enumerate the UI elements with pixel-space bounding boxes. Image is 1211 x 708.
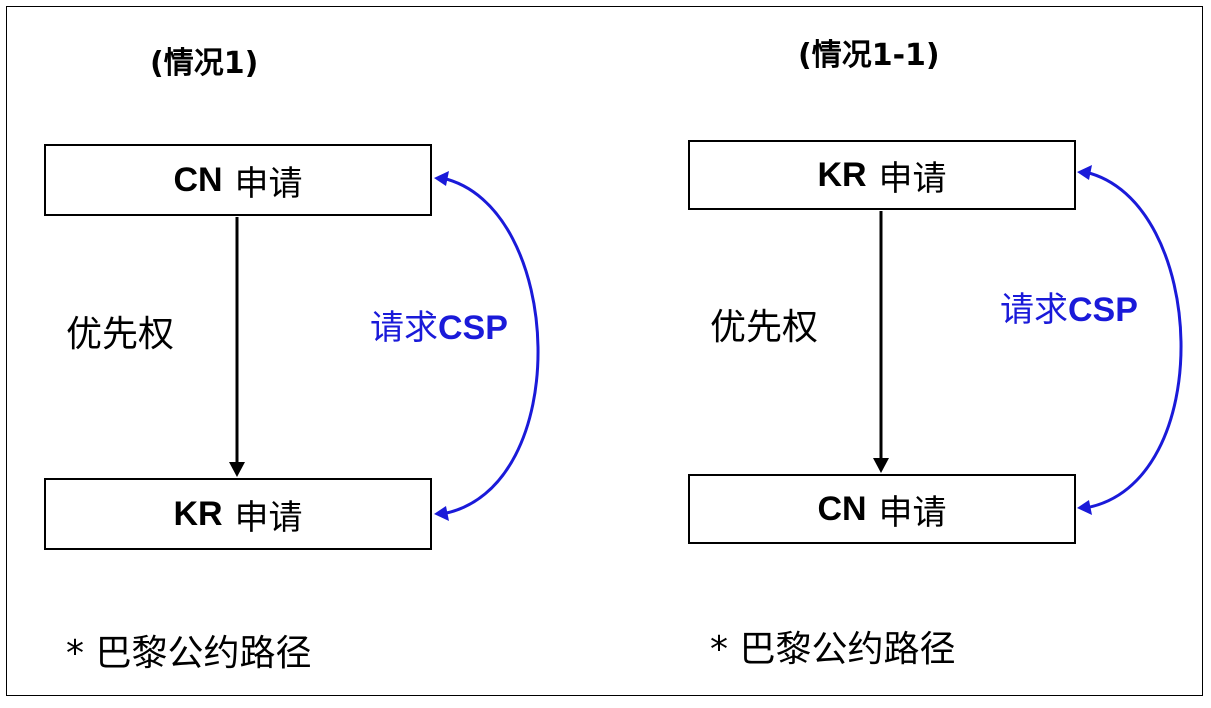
right-request-text: 请求	[1000, 290, 1068, 330]
right-priority-label: 优先权	[710, 307, 819, 348]
right-priority-arrow	[873, 211, 889, 473]
left-panel-title: (情况1)	[150, 46, 259, 81]
left-priority-label: 优先权	[66, 314, 175, 355]
left-note: * 巴黎公约路径	[66, 633, 312, 674]
right-request-arrow	[1077, 165, 1183, 515]
left-top-box: CN 申请	[44, 144, 432, 216]
left-request-csp-label: 请求CSP	[370, 300, 508, 349]
right-bottom-box-code: CN	[817, 489, 867, 528]
diagram-frame	[6, 6, 1203, 696]
right-request-code: CSP	[1068, 291, 1138, 329]
left-top-box-text: 申请	[234, 163, 303, 204]
left-bottom-box-text: 申请	[234, 497, 303, 538]
right-panel-title: (情况1-1)	[798, 38, 940, 73]
right-top-box-code: KR	[817, 155, 867, 194]
left-top-box-code: CN	[173, 160, 223, 199]
left-bottom-box: KR 申请	[44, 478, 432, 550]
left-bottom-box-code: KR	[173, 494, 223, 533]
left-request-code: CSP	[438, 309, 508, 347]
right-bottom-box-text: 申请	[878, 492, 947, 533]
right-request-csp-label: 请求CSP	[1000, 282, 1138, 331]
right-bottom-box: CN 申请	[688, 474, 1076, 544]
left-priority-arrow	[229, 217, 245, 477]
right-note: * 巴黎公约路径	[710, 629, 956, 670]
right-top-box: KR 申请	[688, 140, 1076, 210]
left-request-arrow	[434, 171, 540, 521]
left-request-text: 请求	[370, 308, 438, 348]
right-top-box-text: 申请	[878, 158, 947, 199]
